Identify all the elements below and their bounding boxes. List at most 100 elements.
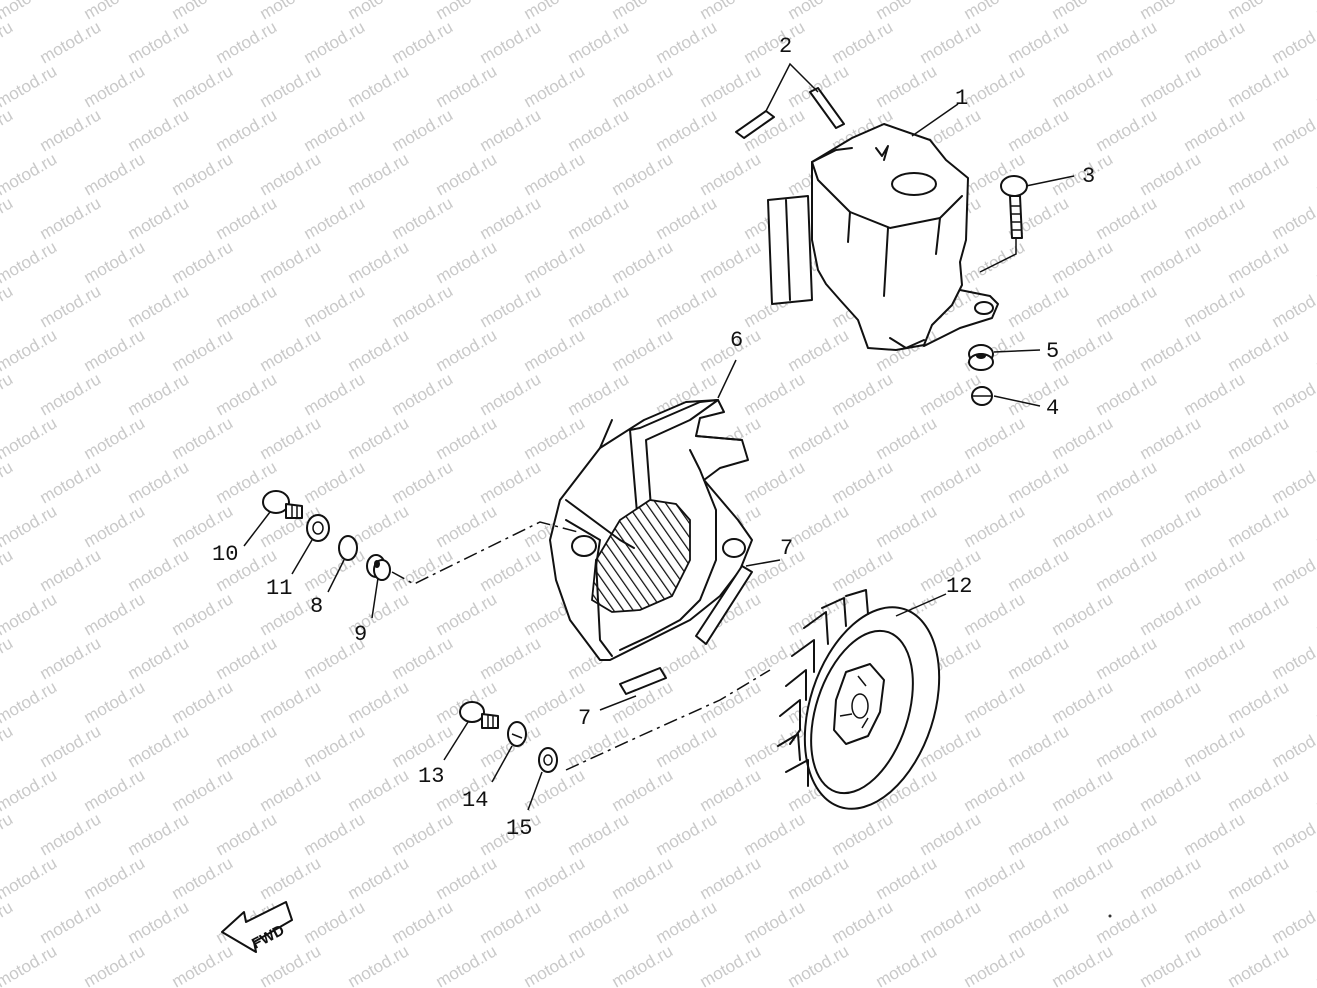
watermark-text: motod.ru [389,193,457,243]
watermark-text: motod.ru [741,369,809,419]
watermark-text: motod.ru [389,633,457,683]
watermark-text: motod.ru [917,809,985,859]
watermark-text: motod.ru [1137,501,1205,551]
watermark-text: motod.ru [1269,369,1317,419]
watermark-text: motod.ru [1181,809,1249,859]
callout-5: 5 [1046,339,1059,364]
watermark-text: motod.ru [1005,281,1073,331]
watermark-text: motod.ru [125,809,193,859]
watermark-text: motod.ru [1313,853,1317,903]
watermark-text: motod.ru [81,237,149,287]
part-11-washer [306,514,330,542]
watermark-text: motod.ru [565,721,633,771]
watermark-text: motod.ru [697,853,765,903]
watermark-text: motod.ru [37,633,105,683]
watermark-text: motod.ru [785,413,853,463]
watermark-text: motod.ru [125,457,193,507]
watermark-text: motod.ru [169,589,237,639]
watermark-text: motod.ru [345,941,413,988]
watermark-text: motod.ru [0,237,60,287]
watermark-text: motod.ru [741,17,809,67]
watermark-text: motod.ru [1005,369,1073,419]
watermark-text: motod.ru [1005,545,1073,595]
watermark-text: motod.ru [1093,457,1161,507]
watermark-text: motod.ru [1093,17,1161,67]
watermark-text: motod.ru [1269,633,1317,683]
watermark-text: motod.ru [301,17,369,67]
watermark-text: motod.ru [433,853,501,903]
watermark-text: motod.ru [1269,17,1317,67]
watermark-text: motod.ru [257,677,325,727]
watermark-text: motod.ru [477,633,545,683]
watermark-text: motod.ru [81,501,149,551]
watermark-text: motod.ru [1093,897,1161,947]
watermark-text: motod.ru [169,765,237,815]
alignment-line-flywheel [565,669,771,771]
callout-6: 6 [730,328,743,353]
watermark-text: motod.ru [565,809,633,859]
watermark-text: motod.ru [697,61,765,111]
watermark-text: motod.ru [0,369,16,419]
watermark-text: motod.ru [125,545,193,595]
watermark-text: motod.ru [345,61,413,111]
watermark-text: motod.ru [0,0,60,23]
watermark-text: motod.ru [1181,897,1249,947]
watermark-text: motod.ru [1313,61,1317,111]
watermark-text: motod.ru [521,941,589,988]
watermark-text: motod.ru [0,105,16,155]
watermark-text: motod.ru [0,589,60,639]
watermark-text: motod.ru [477,105,545,155]
part-9-grommet [366,554,391,581]
fwd-arrow-icon: FWD [221,901,293,953]
watermark-text: motod.ru [37,105,105,155]
watermark-text: motod.ru [0,809,16,859]
watermark-text: motod.ru [1181,721,1249,771]
watermark-text: motod.ru [1181,545,1249,595]
watermark-text: motod.ru [37,457,105,507]
callout-4: 4 [1046,396,1059,421]
watermark-text: motod.ru [565,193,633,243]
watermark-text: motod.ru [301,897,369,947]
watermark-text: motod.ru [1005,633,1073,683]
watermark-text: motod.ru [785,941,853,988]
watermark-text: motod.ru [609,237,677,287]
watermark-text: motod.ru [301,105,369,155]
watermark-text: motod.ru [169,677,237,727]
watermark-text: motod.ru [917,457,985,507]
watermark-text: motod.ru [1049,589,1117,639]
watermark-text: motod.ru [565,17,633,67]
watermark-text: motod.ru [1093,281,1161,331]
watermark-text: motod.ru [1137,853,1205,903]
watermark-text: motod.ru [785,501,853,551]
part-5-grommet [968,344,994,371]
watermark-text: motod.ru [741,897,809,947]
watermark-text: motod.ru [37,193,105,243]
watermark-text: motod.ru [1225,677,1293,727]
watermark-text: motod.ru [477,457,545,507]
watermark-text: motod.ru [961,61,1029,111]
watermark-text: motod.ru [609,61,677,111]
callout-labels: 2 1 3 5 4 6 7 7 12 10 11 8 9 13 14 15 [212,34,1095,841]
watermark-text: motod.ru [697,149,765,199]
watermark-text: motod.ru [213,633,281,683]
watermark-text: motod.ru [257,941,325,988]
watermark-text: motod.ru [1137,325,1205,375]
watermark-text: motod.ru [0,941,60,988]
watermark-text: motod.ru [1049,677,1117,727]
watermark-text: motod.ru [301,457,369,507]
watermark-text: motod.ru [1137,149,1205,199]
watermark-text: motod.ru [389,457,457,507]
watermark-text: motod.ru [873,413,941,463]
watermark-text: motod.ru [1049,853,1117,903]
watermark-text: motod.ru [0,501,60,551]
watermark-text: motod.ru [37,545,105,595]
watermark-text: motod.ru [125,369,193,419]
watermark-text: motod.ru [565,281,633,331]
part-12-flywheel-fan [777,589,941,810]
watermark-text: motod.ru [0,457,16,507]
callout-1: 1 [955,86,968,111]
watermark-text: motod.ru [961,677,1029,727]
watermark-text: motod.ru [169,853,237,903]
callout-13: 13 [418,764,444,789]
watermark-text: motod.ru [653,281,721,331]
